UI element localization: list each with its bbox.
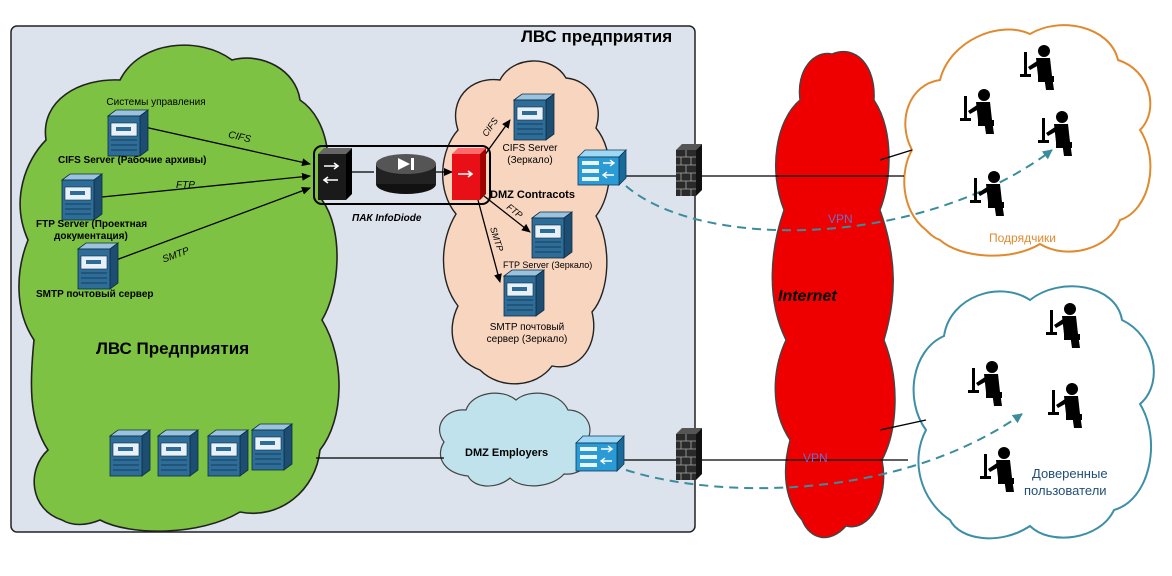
lan-cloud-label: ЛВС Предприятия — [96, 339, 250, 358]
smtp-mirror-server-icon — [503, 269, 545, 317]
ftp-server-label-2: документация) — [54, 231, 128, 242]
infodiode-group-box — [313, 145, 491, 205]
dmz-contractors-switch-icon — [577, 149, 627, 186]
dmz-employers-label: DMZ Employers — [465, 447, 549, 459]
cifs-server-label: CIFS Server (Рабочие архивы) — [58, 155, 207, 166]
link-smtp-line — [115, 187, 311, 261]
smtp-mirror-label-1: SMTP почтовый — [489, 322, 565, 333]
link-cifs-line — [139, 125, 311, 167]
dmz-employers-cloud — [438, 392, 591, 487]
mgmt-server-icon — [107, 109, 149, 157]
dmz-employers-switch-icon — [575, 435, 625, 472]
smtp-mirror-label-2: сервер (Зеркало) — [486, 334, 568, 345]
firewall-bottom-icon — [675, 427, 703, 481]
smtp-server-icon — [77, 242, 119, 290]
dmz-contractors-label: DMZ Contracots — [490, 189, 575, 201]
internet-label: Internet — [778, 288, 837, 305]
mgmt-label: Системы управления — [106, 97, 206, 108]
lan-cloud — [18, 44, 340, 532]
trusted-users-label-1: Доверенные — [1032, 466, 1108, 481]
cifs-mirror-label-2: (Зеркало) — [507, 155, 553, 166]
contractors-link-line — [879, 149, 913, 161]
smtp-server-label: SMTP почтовый сервер — [36, 289, 154, 300]
contractors-label: Подрядчики — [989, 231, 1056, 245]
trusted-link-line — [879, 419, 927, 431]
ftp-mirror-server-icon — [531, 211, 573, 259]
ftp-server-label-1: FTP Server (Проектная — [36, 219, 148, 230]
vpn-trusted-line — [625, 413, 1023, 490]
vpn-top-label: VPN — [828, 212, 853, 226]
lan-server-icon — [251, 423, 293, 471]
firewall-top-icon — [675, 143, 703, 197]
link-ftp-line — [101, 172, 311, 198]
lan-server-icon — [157, 429, 199, 477]
link-ftp-label: FTP — [176, 180, 195, 191]
contractors-cloud — [903, 24, 1152, 257]
lan-server-icon — [109, 429, 151, 477]
dmz-ftp-line — [483, 195, 531, 233]
vpn-bottom-label: VPN — [803, 451, 828, 465]
frame-title: ЛВС предприятия — [521, 27, 673, 46]
infodiode-router-icon — [376, 154, 436, 194]
lan-server-icon — [207, 429, 249, 477]
cifs-mirror-server-icon — [513, 93, 555, 141]
cifs-mirror-label-1: CIFS Server — [502, 143, 558, 154]
diode-red-gateway-icon — [452, 148, 486, 200]
trusted-users-label-2: пользователи — [1024, 483, 1107, 498]
infodiode-label: ПАК InfoDiode — [352, 213, 422, 224]
dmz-smtp-line — [477, 199, 502, 283]
ftp-mirror-label: FTP Server (Зеркало) — [503, 260, 593, 270]
dmz-contractors-cloud — [442, 60, 611, 385]
ftp-server-icon — [61, 173, 103, 221]
trusted-users-cloud — [912, 285, 1155, 540]
diode-gateway-icon — [318, 148, 352, 200]
